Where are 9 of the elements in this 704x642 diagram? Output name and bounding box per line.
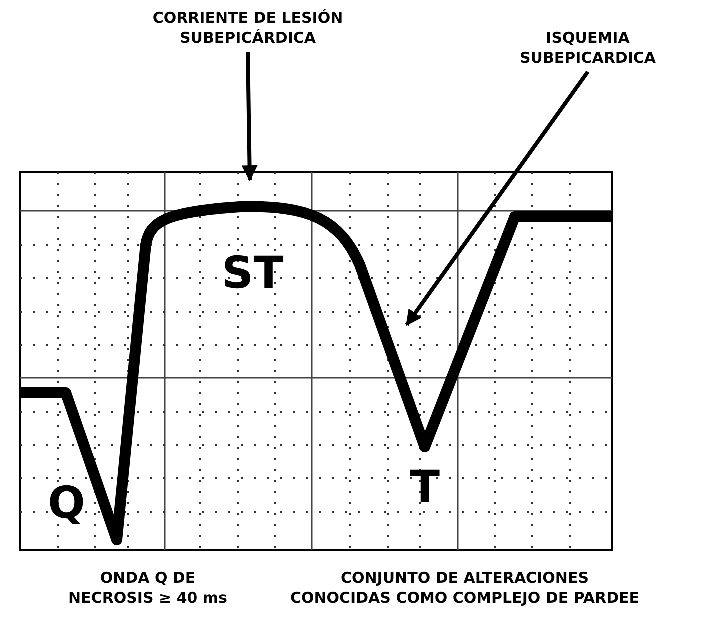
caption-text: ONDA Q DE NECROSIS ≥ 40 ms <box>68 568 228 608</box>
caption-text: CONJUNTO DE ALTERACIONES CONOCIDAS COMO COMPLEJO DE PARDEE <box>290 568 640 608</box>
arrow <box>242 52 258 182</box>
wave-label: T <box>410 466 440 510</box>
arrow <box>405 70 590 326</box>
annotation-text: CORRIENTE DE LESIÓN SUBEPICÁRDICA <box>138 8 358 48</box>
wave-label: ST <box>222 252 284 296</box>
annotation-text: ISQUEMIA SUBEPICARDICA <box>508 28 668 68</box>
wave-label: Q <box>48 482 86 526</box>
